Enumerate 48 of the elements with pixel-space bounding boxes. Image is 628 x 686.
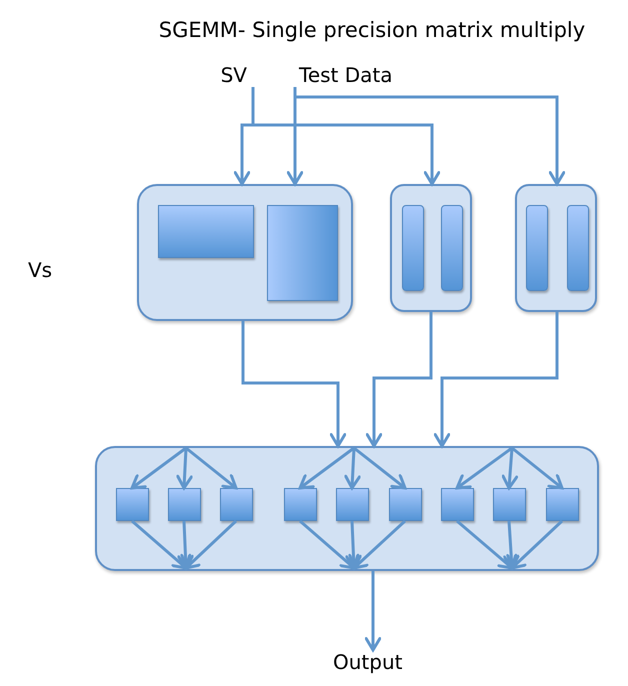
arrow — [366, 312, 432, 448]
arrow — [130, 446, 187, 490]
arrow — [344, 448, 361, 490]
title: SGEMM- Single precision matrix multiply — [158, 17, 586, 44]
rounded-panel — [390, 184, 472, 312]
input-label: SV — [220, 63, 253, 87]
arrow — [434, 312, 558, 448]
arrow — [298, 446, 355, 490]
output-label: Output — [333, 650, 402, 674]
matrix-block — [267, 205, 338, 301]
processing-block — [284, 488, 317, 521]
processing-block — [168, 488, 201, 521]
arrow — [353, 446, 406, 490]
arrow — [177, 520, 194, 570]
processing-block — [336, 488, 369, 521]
rounded-panel — [515, 184, 597, 312]
arrow — [510, 520, 564, 570]
processing-block — [389, 488, 422, 521]
arrow — [185, 446, 238, 490]
arrow — [502, 520, 520, 570]
processing-block — [116, 488, 149, 521]
arrow — [352, 520, 406, 570]
input-label: Test Data — [293, 63, 392, 87]
rounded-panel — [137, 184, 353, 321]
arrow — [299, 520, 356, 570]
processing-block — [220, 488, 253, 521]
arrow — [176, 448, 193, 490]
processing-block — [546, 488, 579, 521]
vector-bar — [526, 205, 548, 291]
arrow — [184, 520, 238, 570]
arrow — [364, 571, 382, 652]
side-label: Vs — [28, 258, 52, 282]
rounded-panel — [95, 446, 599, 571]
arrow — [252, 87, 440, 186]
vector-bar — [567, 205, 589, 291]
arrow — [131, 520, 188, 570]
matrix-block — [158, 205, 254, 258]
arrow — [294, 87, 566, 186]
processing-block — [441, 488, 474, 521]
arrow — [345, 520, 362, 570]
arrow — [456, 520, 514, 570]
vector-bar — [441, 205, 463, 291]
arrow — [502, 448, 518, 490]
vector-bar — [402, 205, 424, 291]
processing-block — [493, 488, 526, 521]
arrow — [511, 446, 564, 490]
arrow — [456, 446, 513, 490]
arrow — [242, 321, 346, 448]
